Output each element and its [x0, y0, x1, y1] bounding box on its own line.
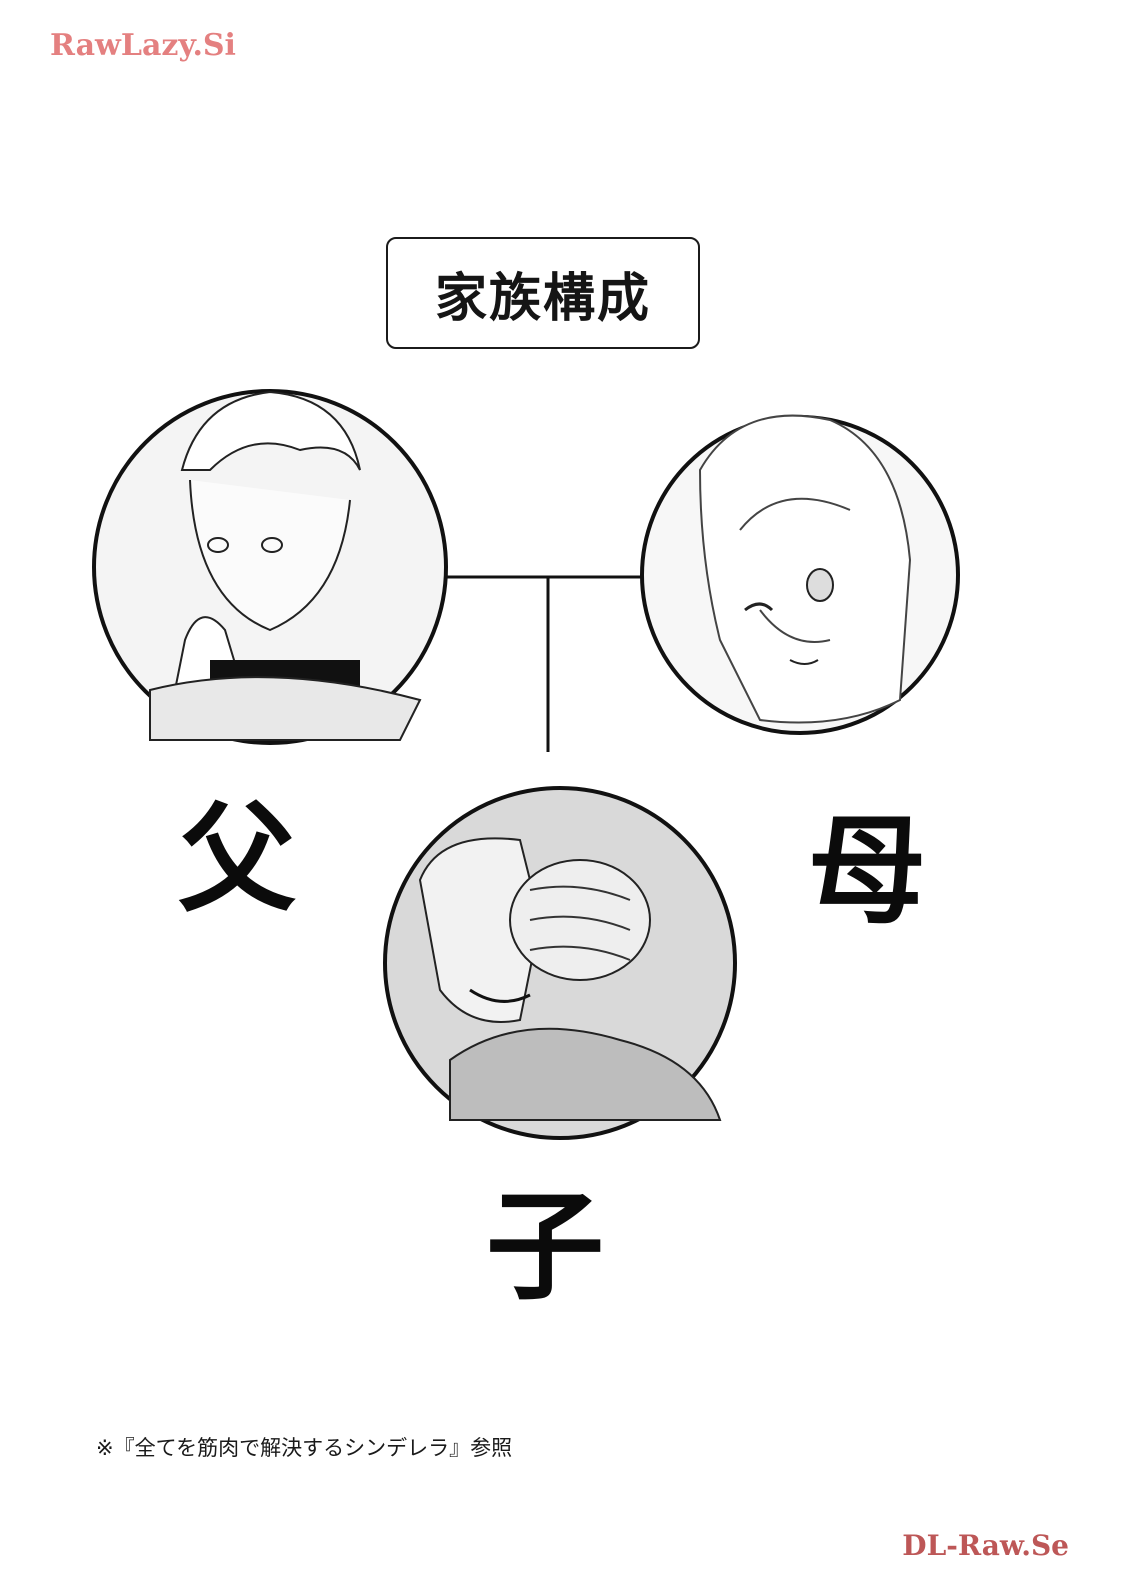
father-portrait	[92, 389, 448, 745]
label-father: 父	[178, 790, 297, 928]
page-title: 家族構成	[386, 237, 700, 349]
footnote: ※『全てを筋肉で解決するシンデレラ』参照	[96, 1436, 513, 1460]
watermark-bottom: DL-Raw.Se	[902, 1529, 1069, 1562]
watermark-top: RawLazy.Si	[50, 28, 236, 63]
label-mother: 母	[808, 802, 927, 940]
mother-portrait	[640, 414, 960, 735]
label-child: 子	[486, 1178, 605, 1316]
child-portrait	[383, 786, 737, 1140]
